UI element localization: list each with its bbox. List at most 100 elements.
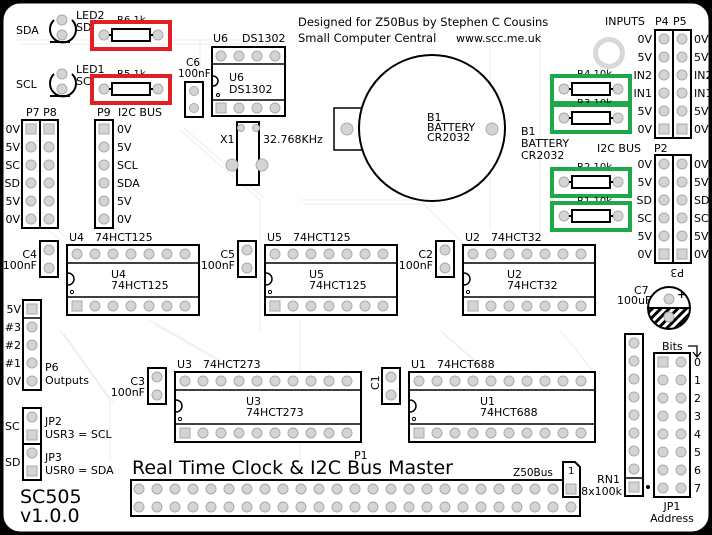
- pad: [612, 112, 624, 124]
- pad-square: [467, 300, 479, 312]
- pad: [295, 483, 307, 495]
- pin-label: 5V: [117, 141, 132, 154]
- pad-square: [215, 102, 227, 114]
- pad: [658, 230, 670, 242]
- pad: [485, 248, 497, 260]
- header-title: I2C BUS: [597, 142, 641, 155]
- pad: [457, 501, 469, 513]
- cap-value: 100nF: [3, 259, 37, 272]
- pad: [98, 141, 110, 153]
- pad: [431, 427, 443, 439]
- pad: [521, 375, 533, 387]
- pin-label: SD: [5, 177, 20, 190]
- jumper-jp3[interactable]: SD JP3 USR0 = SDA: [5, 443, 114, 481]
- pin-label: SC: [694, 212, 709, 225]
- pin-label: SCL: [117, 159, 139, 172]
- pad: [539, 427, 551, 439]
- jumper-desc: USR0 = SDA: [45, 464, 114, 477]
- jumper-jp2[interactable]: SC JP2 USR3 = SCL: [5, 407, 113, 445]
- pad-square: [43, 123, 55, 135]
- pad: [675, 410, 687, 422]
- battery-type-outer: BATTERY: [521, 137, 569, 150]
- pad: [628, 373, 640, 385]
- highlight-box: [90, 20, 172, 51]
- pad: [628, 463, 640, 475]
- pad: [547, 501, 559, 513]
- pad: [305, 427, 317, 439]
- pin-label: 0V: [637, 123, 652, 136]
- pin-label: #3: [5, 321, 21, 334]
- cap-ref: C6: [186, 57, 200, 69]
- pad: [26, 339, 38, 351]
- pad: [675, 464, 687, 476]
- pad: [269, 50, 281, 62]
- pad: [558, 176, 570, 188]
- pad: [359, 248, 371, 260]
- pad: [169, 501, 181, 513]
- pad: [323, 427, 335, 439]
- pin-label: 6: [694, 464, 701, 477]
- address-ref: JP1: [663, 500, 681, 513]
- pin-label: SD: [637, 194, 652, 207]
- pad: [503, 427, 515, 439]
- ic-ref: U4: [69, 231, 84, 244]
- pad: [657, 446, 669, 458]
- pad: [233, 50, 245, 62]
- pad: [575, 248, 587, 260]
- pad: [143, 248, 155, 260]
- highlight-box: [550, 167, 632, 198]
- pin-label: 5: [694, 446, 701, 459]
- battery-ref: B1: [427, 111, 442, 124]
- pin-label: 0V: [5, 123, 20, 136]
- pad: [439, 244, 451, 256]
- pad-square: [676, 248, 688, 260]
- pad: [323, 300, 335, 312]
- pad: [558, 210, 570, 222]
- pad-square: [658, 248, 670, 260]
- highlight-box: [90, 74, 172, 105]
- pad: [367, 483, 379, 495]
- pad: [657, 374, 669, 386]
- pad: [503, 248, 515, 260]
- bus-name: Z50Bus: [513, 467, 553, 479]
- pad: [98, 177, 110, 189]
- jumper-ref: JP2: [44, 415, 62, 428]
- pad: [241, 501, 253, 513]
- ic-body-part: 74HCT32: [507, 279, 558, 292]
- header-ref-a: P2: [654, 142, 668, 155]
- pad: [557, 248, 569, 260]
- pad-square: [658, 123, 670, 135]
- ic-part: 74HCT273: [203, 358, 261, 371]
- pad: [269, 248, 281, 260]
- pad: [89, 300, 101, 312]
- resistor-r3: R3 10k: [550, 98, 632, 134]
- pad: [241, 244, 253, 256]
- pin-label: 0V: [694, 33, 709, 46]
- jumper-label: SC: [5, 420, 20, 433]
- pad: [657, 410, 669, 422]
- pad: [287, 427, 299, 439]
- pad: [657, 428, 669, 440]
- ic-ref: U3: [177, 358, 192, 371]
- cap-value: 100nF: [201, 259, 235, 272]
- pad: [233, 102, 245, 114]
- pin-label: 5V: [637, 230, 652, 243]
- pin-label: 5V: [694, 51, 709, 64]
- resistor-body: [571, 82, 611, 96]
- pad: [557, 375, 569, 387]
- pad: [676, 194, 688, 206]
- pin-label: 0V: [5, 213, 20, 226]
- cap-ref: C7: [634, 284, 649, 297]
- pad: [179, 248, 191, 260]
- pad: [439, 501, 451, 513]
- bus-connector-p1: 1: [130, 461, 581, 517]
- pad: [557, 300, 569, 312]
- pin-label: 3: [694, 410, 701, 423]
- cap-ref: C2: [418, 248, 433, 261]
